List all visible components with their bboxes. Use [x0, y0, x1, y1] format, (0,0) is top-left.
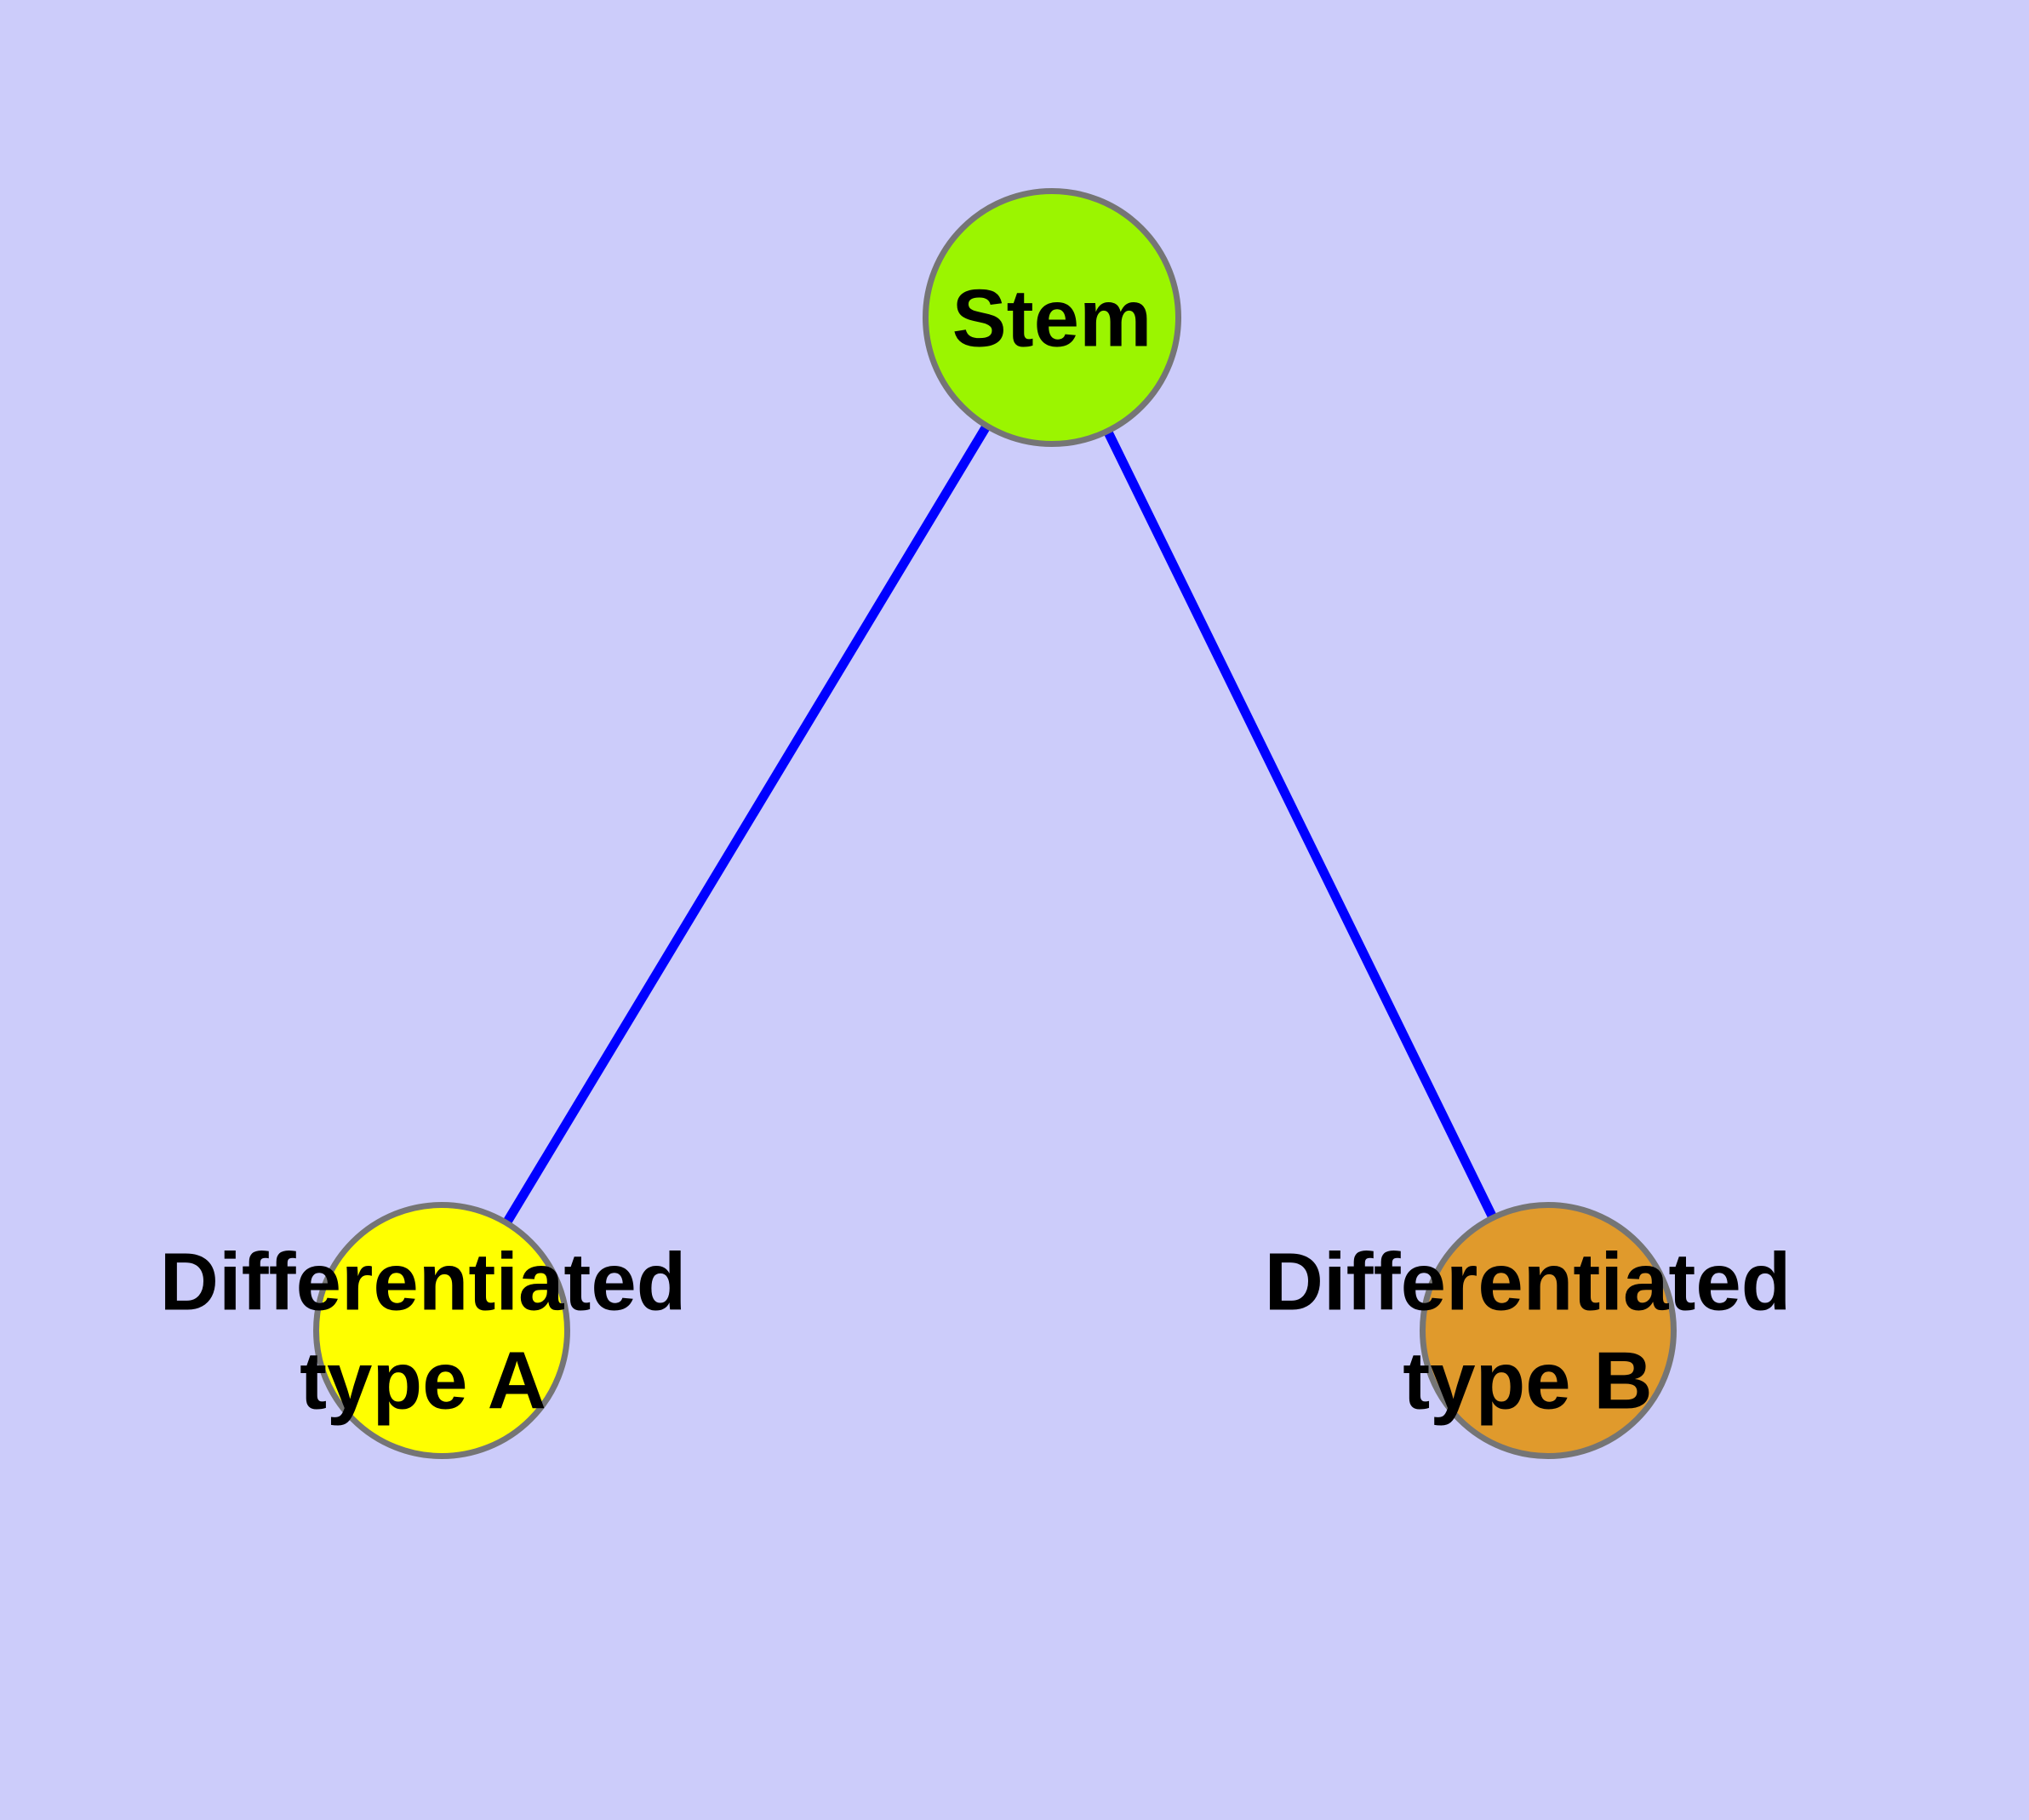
node-circle-diff-a[interactable]: [313, 1202, 570, 1459]
edge-stem-to-diff-a: [437, 315, 1056, 1333]
node-label-line-diff-b-1: type B: [1403, 1336, 1652, 1427]
node-label-stem: Stem: [952, 273, 1152, 364]
node-label-line-stem-0: Stem: [952, 273, 1152, 364]
edges-layer: [437, 315, 1552, 1333]
node-label-line-diff-a-0: Differentiated: [160, 1237, 687, 1328]
edge-stem-to-diff-b: [1048, 315, 1552, 1333]
node-circle-stem[interactable]: [923, 188, 1181, 447]
node-label-line-diff-a-1: type A: [300, 1336, 546, 1427]
nodes-layer: [313, 188, 1677, 1459]
node-circle-diff-b[interactable]: [1420, 1202, 1677, 1459]
node-label-line-diff-b-0: Differentiated: [1265, 1237, 1792, 1328]
